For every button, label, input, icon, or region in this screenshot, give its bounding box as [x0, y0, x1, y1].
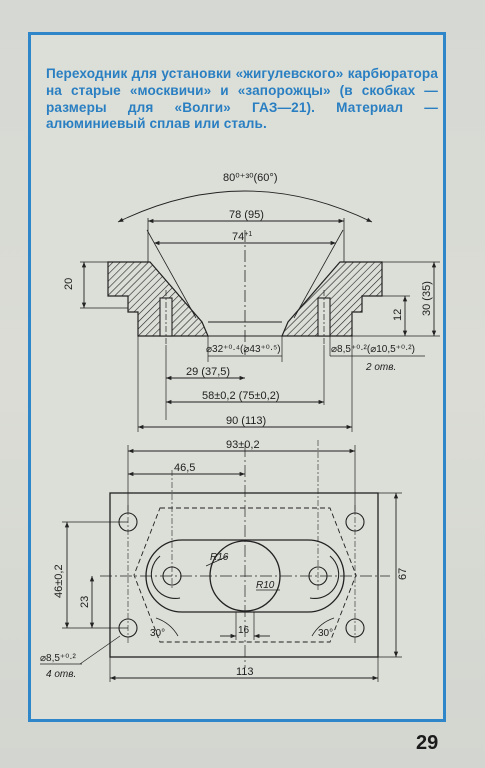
plan-view — [40, 440, 402, 682]
dim-90-label: 90 (113) — [226, 415, 266, 427]
radius-16-label: R16 — [210, 552, 229, 563]
page-number: 29 — [416, 732, 439, 754]
plan-view-labels: 93±0,2 46,5 46±0,2 23 67 113 16 30° 30° … — [40, 439, 409, 680]
dim-23-label: 23 — [79, 596, 91, 608]
dim-58-label: 58±0,2 (75±0,2) — [202, 390, 280, 402]
slot-outline — [145, 539, 345, 613]
section-left-body — [107, 261, 209, 337]
dim-46-vertical-label: 46±0,2 — [53, 564, 65, 598]
radius-10-label: R10 — [256, 580, 275, 591]
height-12-label: 12 — [392, 309, 404, 321]
dim-29-label: 29 (37,5) — [186, 366, 230, 378]
section-view — [80, 190, 440, 432]
dim-93-label: 93±0,2 — [226, 439, 260, 451]
angle-left-label: 30° — [150, 628, 165, 639]
angle-right-label: 30° — [318, 628, 333, 639]
figure-caption: Переходник для установки «жигулевского» … — [46, 66, 438, 132]
hex-outline — [133, 507, 357, 643]
height-30-label: 30 (35) — [421, 281, 433, 316]
hole-diameter-label: ⌀8,5⁺⁰·²(⌀10,5⁺⁰·²) — [331, 344, 415, 355]
plate-outline — [109, 492, 379, 658]
bore-diameter-label: ⌀32⁺⁰·⁴(⌀43⁺⁰·⁵) — [206, 344, 281, 355]
dim-113-label: 113 — [236, 666, 254, 678]
angle-arc — [117, 190, 373, 223]
corner-hole-diameter-label: ⌀8,5⁺⁰·² — [40, 653, 77, 664]
height-20-label: 20 — [63, 278, 75, 290]
corner-hole-count-label: 4 отв. — [46, 669, 76, 680]
angle-label: 80⁰⁺³⁰(60°) — [223, 172, 277, 184]
width-74-label: 74+1 — [232, 231, 252, 243]
width-78-label: 78 (95) — [229, 209, 264, 221]
dim-67-label: 67 — [397, 568, 409, 580]
section-view-labels: 80⁰⁺³⁰(60°) 78 (95) 74+1 20 30 (35) 12 ⌀… — [63, 172, 433, 427]
dim-46-5-label: 46,5 — [174, 462, 195, 474]
section-right-body — [281, 261, 383, 337]
dim-16-label: 16 — [238, 625, 250, 636]
hole-count-label: 2 отв. — [365, 362, 396, 373]
